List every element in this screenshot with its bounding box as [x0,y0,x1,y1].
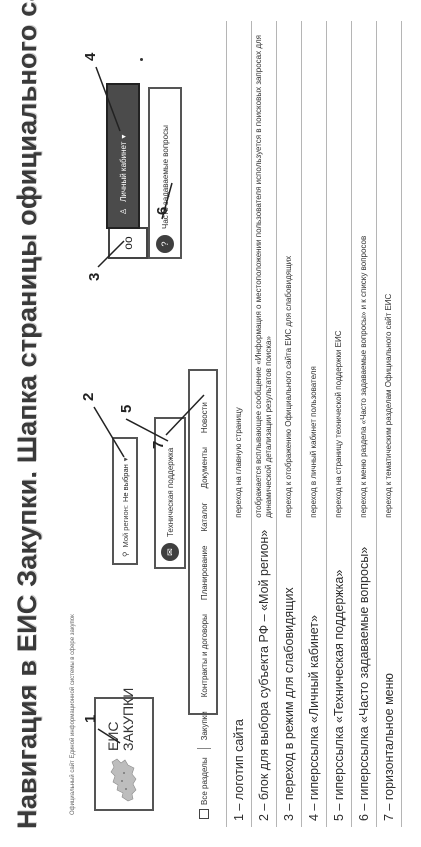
callout-5: 5 [118,404,135,413]
site-logo[interactable]: ЕИС ЗАКУПКИ [94,688,154,811]
legend-key: 2 – блок для выбора субъекта РФ – «Мой р… [251,523,277,827]
legend-value: переход в личный кабинет пользователя [301,21,327,524]
callout-7: 7 [150,440,167,449]
callout-3: 3 [86,272,103,281]
table-row: 2 – блок для выбора субъекта РФ – «Мой р… [251,21,277,827]
legend-value: переход к отображению Официального сайта… [276,21,302,524]
legend-value: переход на главную страницу [226,21,252,524]
legend-key: 4 – гиперссылка «Личный кабинет» [301,523,327,827]
callout-1: 1 [82,714,99,723]
legend-value: переход на страницу технической поддержк… [326,21,352,524]
legend-key: 1 – логотип сайта [226,523,252,827]
site-header-screenshot: Официальный сайт Единой информационной с… [68,27,218,827]
legend-value: отображается всплывающее сообщение «Инфо… [251,21,277,524]
callout-4: 4 [82,52,99,61]
legend-key: 6 – гиперссылка «Часто задаваемые вопрос… [351,523,377,827]
legend-value: переход к тематическим разделам Официаль… [376,21,402,524]
russia-map-icon [110,758,137,802]
legend-key: 3 – переход в режим для слабовидящих [276,523,302,827]
table-row: 4 – гиперссылка «Личный кабинет»переход … [301,21,327,827]
table-row: 5 – гиперссылка «Техническая поддержка»п… [326,21,352,827]
callout-lines [93,66,205,744]
legend-key: 5 – гиперссылка «Техническая поддержка» [326,523,352,827]
callout-2: 2 [80,392,97,401]
legend-value: переход к меню раздела «Часто задаваемые… [351,21,377,524]
callout-6: 6 [154,206,171,215]
legend-key: 7 – горизонтальное меню [376,523,402,827]
table-row: 6 – гиперссылка «Часто задаваемые вопрос… [351,21,377,827]
slide-title: Навигация в ЕИС Закупки. Шапка страницы … [12,0,42,829]
